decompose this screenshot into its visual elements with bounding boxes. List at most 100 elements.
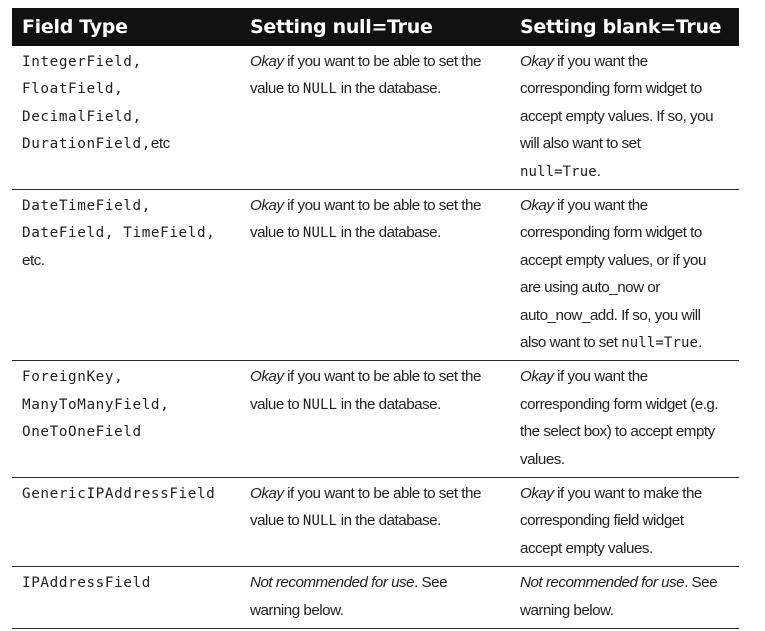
blank-setting-cell-line: are using auto_now or: [520, 274, 736, 301]
field-class-name: GenericIPAddressField: [22, 485, 216, 502]
emphasis-text: Okay: [250, 368, 284, 386]
blank-setting-cell: Not recommended for use. See warning belo…: [520, 567, 736, 624]
header-field-type: Field Type: [22, 16, 128, 38]
plain-text: value to: [250, 224, 303, 242]
plain-text: will also want to set: [520, 135, 641, 153]
plain-text: if you want the: [553, 368, 648, 386]
blank-setting-cell-line: auto_now_add. If so, you will: [520, 302, 736, 329]
emphasis-text: Not recommended for use: [250, 574, 415, 592]
plain-text: if you want to be able to set the: [283, 53, 481, 70]
field-type-cell: GenericIPAddressField: [22, 478, 242, 507]
plain-text: corresponding field widget: [520, 512, 684, 530]
plain-text: accept empty values. If so, you: [520, 107, 714, 125]
plain-text: in the database.: [337, 395, 442, 413]
emphasis-text: Okay: [520, 53, 554, 70]
field-class-name: DateTimeField,: [22, 198, 151, 214]
blank-setting-cell-line: corresponding form widget to: [520, 75, 736, 102]
null-setting-cell-line: value to NULL in the database.: [250, 219, 506, 246]
blank-setting-cell-line: Okay if you want the: [520, 192, 736, 219]
field-suffix-text: etc: [150, 135, 170, 153]
plain-text: . See: [684, 574, 718, 592]
plain-text: auto_now_add. If so, you will: [520, 306, 701, 324]
blank-setting-cell-line: corresponding form widget (e.g.: [520, 391, 736, 418]
table-row: GenericIPAddressField Okay if you want to…: [12, 478, 739, 568]
plain-text: if you want to be able to set the: [283, 484, 481, 502]
plain-text: corresponding form widget to: [520, 224, 702, 242]
plain-text: value to: [250, 512, 303, 530]
field-class-name: IPAddressField: [22, 575, 151, 592]
blank-setting-cell-line: accept empty values.: [520, 535, 736, 562]
field-type-line: DateField, TimeField,: [22, 219, 242, 246]
field-class-name: ForeignKey,: [22, 369, 124, 386]
null-setting-cell: Not recommended for use. See warning belo…: [250, 567, 506, 624]
emphasis-text: Okay: [520, 197, 554, 214]
field-type-line: DurationField,etc: [22, 130, 242, 157]
field-type-line: FloatField,: [22, 75, 242, 102]
plain-text: if you want the: [553, 53, 648, 70]
null-setting-cell-line: value to NULL in the database.: [250, 75, 506, 102]
blank-setting-cell-line: warning below.: [520, 597, 736, 624]
null-setting-cell-line: Okay if you want to be able to set the: [250, 192, 506, 219]
table-row: IntegerField, FloatField, DecimalField, Dur…: [12, 46, 739, 190]
plain-text: in the database.: [337, 512, 442, 530]
plain-text: in the database.: [337, 224, 442, 242]
blank-setting-cell-line: will also want to set: [520, 130, 736, 157]
field-type-line: ForeignKey,: [22, 363, 242, 390]
plain-text: .: [698, 333, 702, 351]
null-setting-cell-line: warning below.: [250, 597, 506, 624]
field-type-cell: IPAddressField: [22, 567, 242, 596]
field-settings-table: Field Type Setting null=True Setting bla…: [12, 8, 739, 629]
field-type-line: IntegerField,: [22, 48, 242, 75]
code-text: NULL: [302, 513, 338, 530]
blank-setting-cell-line: values.: [520, 446, 736, 473]
blank-setting-cell-line: null=True.: [520, 158, 736, 185]
code-text: NULL: [302, 396, 338, 413]
blank-setting-cell: Okay if you want the corresponding form w…: [520, 46, 736, 185]
null-setting-cell-line: Not recommended for use. See: [250, 569, 506, 596]
field-class-name: ManyToManyField,: [22, 396, 170, 413]
emphasis-text: Okay: [250, 197, 284, 214]
emphasis-text: Not recommended for use: [520, 574, 685, 592]
blank-setting-cell-line: the select box) to accept empty: [520, 418, 736, 445]
blank-setting-cell-line: accept empty values. If so, you: [520, 103, 736, 130]
table-row: ForeignKey,ManyToManyField,OneToOneField…: [12, 361, 739, 478]
plain-text: corresponding form widget to: [520, 80, 702, 98]
plain-text: in the database.: [337, 80, 442, 98]
plain-text: warning below.: [250, 601, 344, 619]
blank-setting-cell: Okay if you want the corresponding form w…: [520, 190, 736, 356]
null-setting-cell-line: value to NULL in the database.: [250, 507, 506, 534]
code-text: NULL: [302, 225, 338, 242]
field-class-name: IntegerField,: [22, 54, 142, 70]
blank-setting-cell-line: Okay if you want the: [520, 48, 736, 75]
emphasis-text: Okay: [520, 484, 554, 502]
table-header-row: Field Type Setting null=True Setting bla…: [12, 8, 739, 46]
field-class-name: DateField, TimeField,: [22, 225, 216, 242]
blank-setting-cell-line: accept empty values, or if you: [520, 247, 736, 274]
emphasis-text: Okay: [520, 368, 554, 386]
plain-text: if you want to be able to set the: [283, 368, 481, 386]
null-setting-cell-line: value to NULL in the database.: [250, 391, 506, 418]
plain-text: if you want the: [553, 197, 648, 214]
field-class-name: DecimalField,: [22, 108, 142, 125]
plain-text: value to: [250, 80, 303, 98]
field-type-cell: DateTimeField, DateField, TimeField, etc.: [22, 190, 242, 274]
field-type-line: GenericIPAddressField: [22, 480, 242, 507]
field-type-line: IPAddressField: [22, 569, 242, 596]
null-setting-cell: Okay if you want to be able to set the va…: [250, 478, 506, 535]
field-class-name: FloatField,: [22, 81, 124, 98]
plain-text: values.: [520, 450, 565, 468]
plain-text: are using auto_now or: [520, 279, 660, 297]
code-text: null=True: [520, 163, 597, 180]
null-setting-cell: Okay if you want to be able to set the va…: [250, 361, 506, 418]
emphasis-text: Okay: [250, 484, 284, 502]
plain-text: . See: [414, 574, 448, 592]
plain-text: .: [596, 162, 601, 180]
header-null-setting: Setting null=True: [250, 16, 433, 38]
plain-text: accept empty values, or if you: [520, 251, 706, 269]
field-suffix-text: etc.: [22, 251, 45, 269]
field-type-line: ManyToManyField,: [22, 391, 242, 418]
plain-text: if you want to be able to set the: [283, 197, 481, 214]
